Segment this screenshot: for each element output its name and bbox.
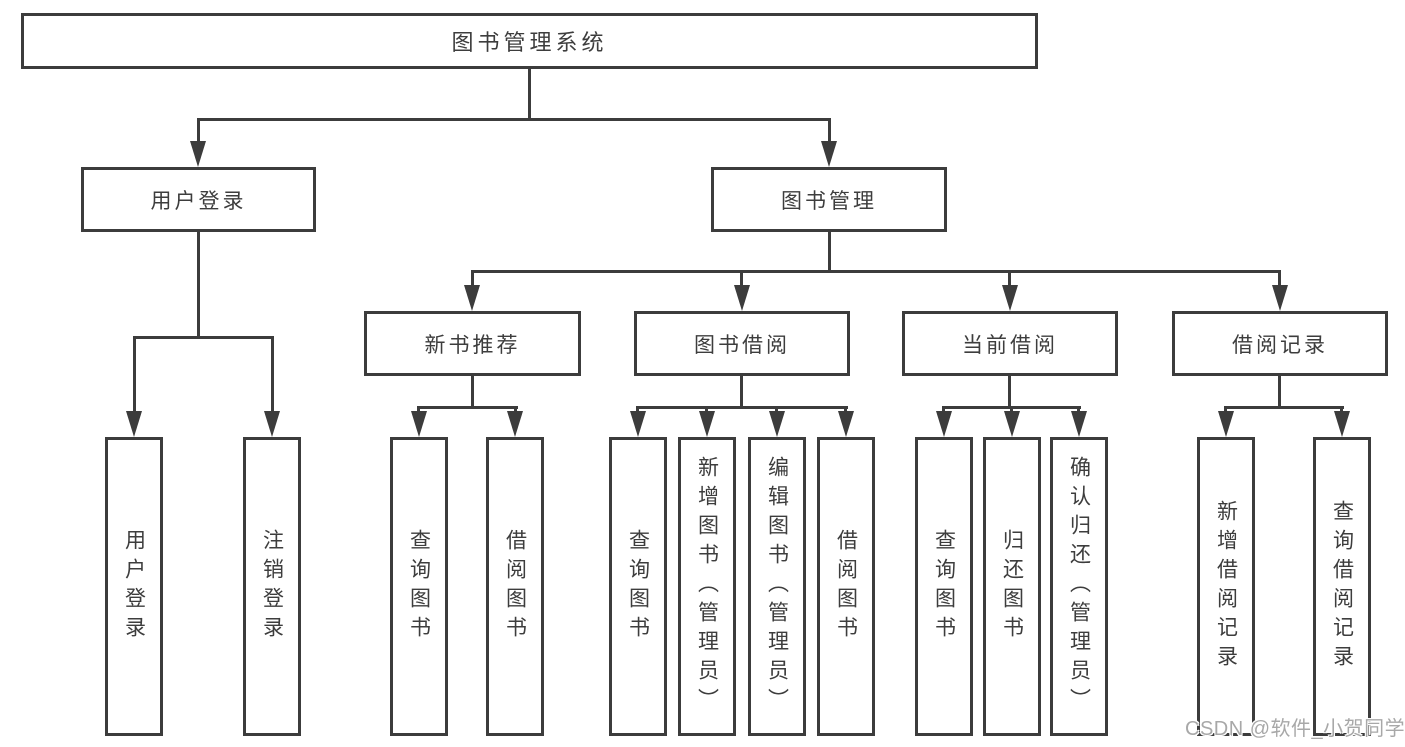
leaf-label: 编辑图书（管理员）	[765, 456, 789, 717]
arrow-down-icon	[1334, 411, 1350, 437]
leaf-query-books-current: 查询图书	[915, 437, 973, 736]
arrow-down-icon	[1272, 285, 1288, 311]
node-user-login: 用户登录	[81, 167, 316, 232]
node-root-system: 图书管理系统	[21, 13, 1038, 69]
leaf-return-books: 归还图书	[983, 437, 1041, 736]
leaf-label: 查询借阅记录	[1330, 499, 1354, 674]
connector-vline	[197, 232, 200, 336]
leaf-label: 归还图书	[1000, 528, 1024, 645]
arrow-down-icon	[1002, 285, 1018, 311]
leaf-label: 确认归还（管理员）	[1067, 456, 1091, 717]
arrow-down-icon	[264, 411, 280, 437]
leaf-label: 注销登录	[260, 528, 284, 645]
arrow-down-icon	[630, 411, 646, 437]
leaf-label: 借阅图书	[503, 528, 527, 645]
connector-vline	[271, 336, 274, 414]
arrow-down-icon	[838, 411, 854, 437]
node-new-book-recommend: 新书推荐	[364, 311, 581, 376]
node-book-management: 图书管理	[711, 167, 947, 232]
connector-hline	[636, 406, 848, 409]
connector-vline	[471, 376, 474, 406]
arrow-down-icon	[411, 411, 427, 437]
connector-vline	[133, 336, 136, 414]
connector-hline	[1224, 406, 1344, 409]
connector-vline	[197, 118, 200, 144]
leaf-label: 借阅图书	[834, 528, 858, 645]
leaf-label: 新增图书（管理员）	[695, 456, 719, 717]
connector-vline	[1278, 270, 1281, 288]
leaf-query-books-recommend: 查询图书	[390, 437, 448, 736]
leaf-label: 查询图书	[932, 528, 956, 645]
arrow-down-icon	[821, 141, 837, 167]
connector-vline	[471, 270, 474, 288]
connector-vline	[740, 270, 743, 288]
leaf-label: 新增借阅记录	[1214, 499, 1238, 674]
csdn-watermark: CSDN @软件_小贺同学	[1185, 718, 1405, 740]
leaf-query-books-borrow: 查询图书	[609, 437, 667, 736]
arrow-down-icon	[699, 411, 715, 437]
leaf-label: 查询图书	[626, 528, 650, 645]
arrow-down-icon	[1071, 411, 1087, 437]
connector-vline	[528, 69, 531, 119]
arrow-down-icon	[464, 285, 480, 311]
connector-vline	[740, 376, 743, 406]
connector-vline	[1278, 376, 1281, 406]
connector-vline	[828, 118, 831, 144]
leaf-add-books-admin: 新增图书（管理员）	[678, 437, 736, 736]
leaf-add-borrow-record: 新增借阅记录	[1197, 437, 1255, 736]
node-book-borrow: 图书借阅	[634, 311, 850, 376]
node-current-borrow: 当前借阅	[902, 311, 1118, 376]
connector-hline	[471, 270, 1281, 273]
connector-vline	[1008, 376, 1011, 406]
leaf-user-login: 用户登录	[105, 437, 163, 736]
leaf-borrow-books-recommend: 借阅图书	[486, 437, 544, 736]
arrow-down-icon	[936, 411, 952, 437]
arrow-down-icon	[190, 141, 206, 167]
arrow-down-icon	[769, 411, 785, 437]
connector-vline	[1008, 270, 1011, 288]
leaf-query-borrow-record: 查询借阅记录	[1313, 437, 1371, 736]
leaf-edit-books-admin: 编辑图书（管理员）	[748, 437, 806, 736]
arrow-down-icon	[507, 411, 523, 437]
leaf-label: 查询图书	[407, 528, 431, 645]
leaf-label: 用户登录	[122, 528, 146, 645]
leaf-confirm-return-admin: 确认归还（管理员）	[1050, 437, 1108, 736]
arrow-down-icon	[734, 285, 750, 311]
arrow-down-icon	[1218, 411, 1234, 437]
leaf-logout: 注销登录	[243, 437, 301, 736]
node-borrow-records: 借阅记录	[1172, 311, 1388, 376]
arrow-down-icon	[1004, 411, 1020, 437]
connector-hline	[417, 406, 518, 409]
connector-hline	[133, 336, 274, 339]
connector-vline	[828, 232, 831, 270]
arrow-down-icon	[126, 411, 142, 437]
leaf-borrow-books: 借阅图书	[817, 437, 875, 736]
connector-hline	[197, 118, 831, 121]
